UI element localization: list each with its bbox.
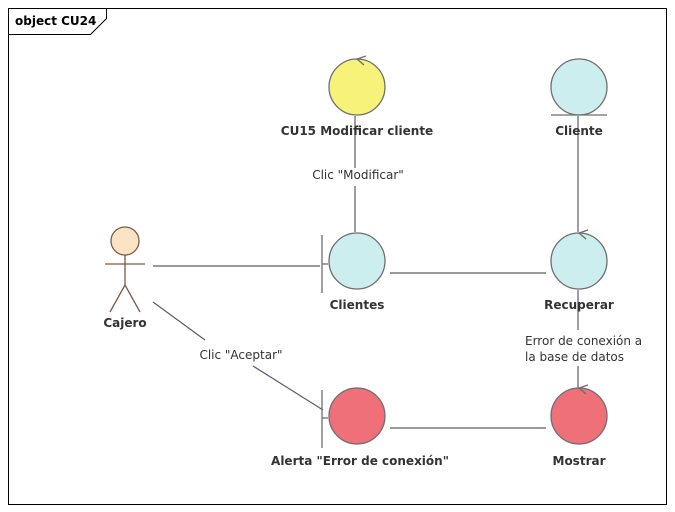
edge-label-error-2: la base de datos <box>525 350 624 364</box>
boundary-icon <box>321 232 386 293</box>
node-label-clientes: Clientes <box>330 298 385 312</box>
edge-label-aceptar: Clic "Aceptar" <box>199 348 282 362</box>
node-label-recuperar: Recuperar <box>544 298 614 312</box>
control-icon <box>550 384 608 445</box>
node-mostrar[interactable]: Mostrar <box>550 384 608 468</box>
edge-cajero-alerta-a[interactable] <box>152 301 206 341</box>
boundary-icon <box>321 387 386 448</box>
node-clientes[interactable]: Clientes <box>321 232 386 312</box>
edge-label-modificar: Clic "Modificar" <box>312 168 404 182</box>
node-alerta-error-conexion[interactable]: Alerta "Error de conexión" <box>271 387 449 468</box>
frame-title-tab <box>8 8 107 35</box>
node-cajero[interactable]: Cajero <box>103 226 147 330</box>
node-cliente[interactable]: Cliente <box>550 58 608 138</box>
edge-cajero-alerta-b[interactable] <box>252 365 324 411</box>
edge-label-error-1: Error de conexión a <box>525 334 642 348</box>
control-icon <box>328 55 386 116</box>
node-label-alerta: Alerta "Error de conexión" <box>271 454 449 468</box>
node-label-cu15: CU15 Modificar cliente <box>281 124 433 138</box>
node-cu15-modificar-cliente[interactable]: CU15 Modificar cliente <box>281 55 433 138</box>
frame-title: object CU24 <box>15 14 96 28</box>
entity-icon <box>550 58 608 116</box>
node-recuperar[interactable]: Recuperar <box>544 229 614 312</box>
node-label-cliente: Cliente <box>555 124 603 138</box>
control-icon <box>550 229 608 290</box>
actor-icon <box>105 226 145 313</box>
node-label-mostrar: Mostrar <box>553 454 606 468</box>
node-label-cajero: Cajero <box>103 316 146 330</box>
